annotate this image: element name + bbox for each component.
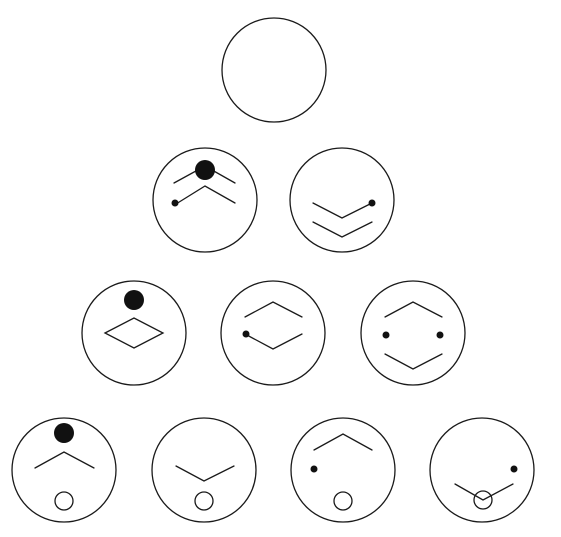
lower-chevron: [244, 333, 303, 350]
small-open-circle: [333, 491, 353, 511]
outline-circle: [220, 280, 326, 386]
small-open-circle: [473, 490, 493, 510]
lower-chevron: [175, 465, 235, 482]
outline-circle: [290, 417, 396, 523]
small-filled-dot: [368, 199, 376, 207]
outline-circle: [151, 417, 257, 523]
outline-circle: [429, 417, 535, 523]
glyph-circle-r2c2: [289, 147, 395, 253]
glyph-circle-r3c1: [81, 280, 187, 386]
upper-chevron: [244, 301, 303, 318]
glyph-circle-r3c3: [360, 280, 466, 386]
outline-circle: [81, 280, 187, 386]
outline-circle: [152, 147, 258, 253]
small-open-circle: [54, 491, 74, 511]
upper-chevron: [384, 301, 443, 318]
glyph-circle-r2c1: [152, 147, 258, 253]
glyph-circle-r4c2: [151, 417, 257, 523]
glyph-circle-r4c4: [429, 417, 535, 523]
lower-chevron: [175, 185, 236, 205]
glyph-circle-r1c1: [221, 17, 327, 123]
glyph-circle-r4c1: [11, 417, 117, 523]
upper-chevron: [313, 433, 373, 451]
big-filled-dot: [54, 423, 74, 443]
small-filled-dot-right: [436, 331, 444, 339]
big-filled-dot: [124, 290, 144, 310]
outline-circle: [221, 17, 327, 123]
upper-chevron: [312, 202, 373, 219]
lower-chevron: [312, 221, 373, 238]
small-filled-dot: [171, 199, 179, 207]
small-filled-dot-left: [382, 331, 390, 339]
lower-chevron: [454, 483, 514, 501]
small-filled-dot: [310, 465, 318, 473]
outline-circle: [289, 147, 395, 253]
outline-circle: [11, 417, 117, 523]
diamond-shape: [103, 317, 165, 349]
small-filled-dot: [242, 330, 250, 338]
small-filled-dot: [510, 465, 518, 473]
glyph-circle-r3c2: [220, 280, 326, 386]
outline-circle: [360, 280, 466, 386]
lower-chevron: [384, 353, 443, 370]
small-open-circle: [194, 491, 214, 511]
glyph-circle-r4c3: [290, 417, 396, 523]
big-filled-dot: [195, 160, 215, 180]
upper-chevron: [34, 451, 95, 469]
